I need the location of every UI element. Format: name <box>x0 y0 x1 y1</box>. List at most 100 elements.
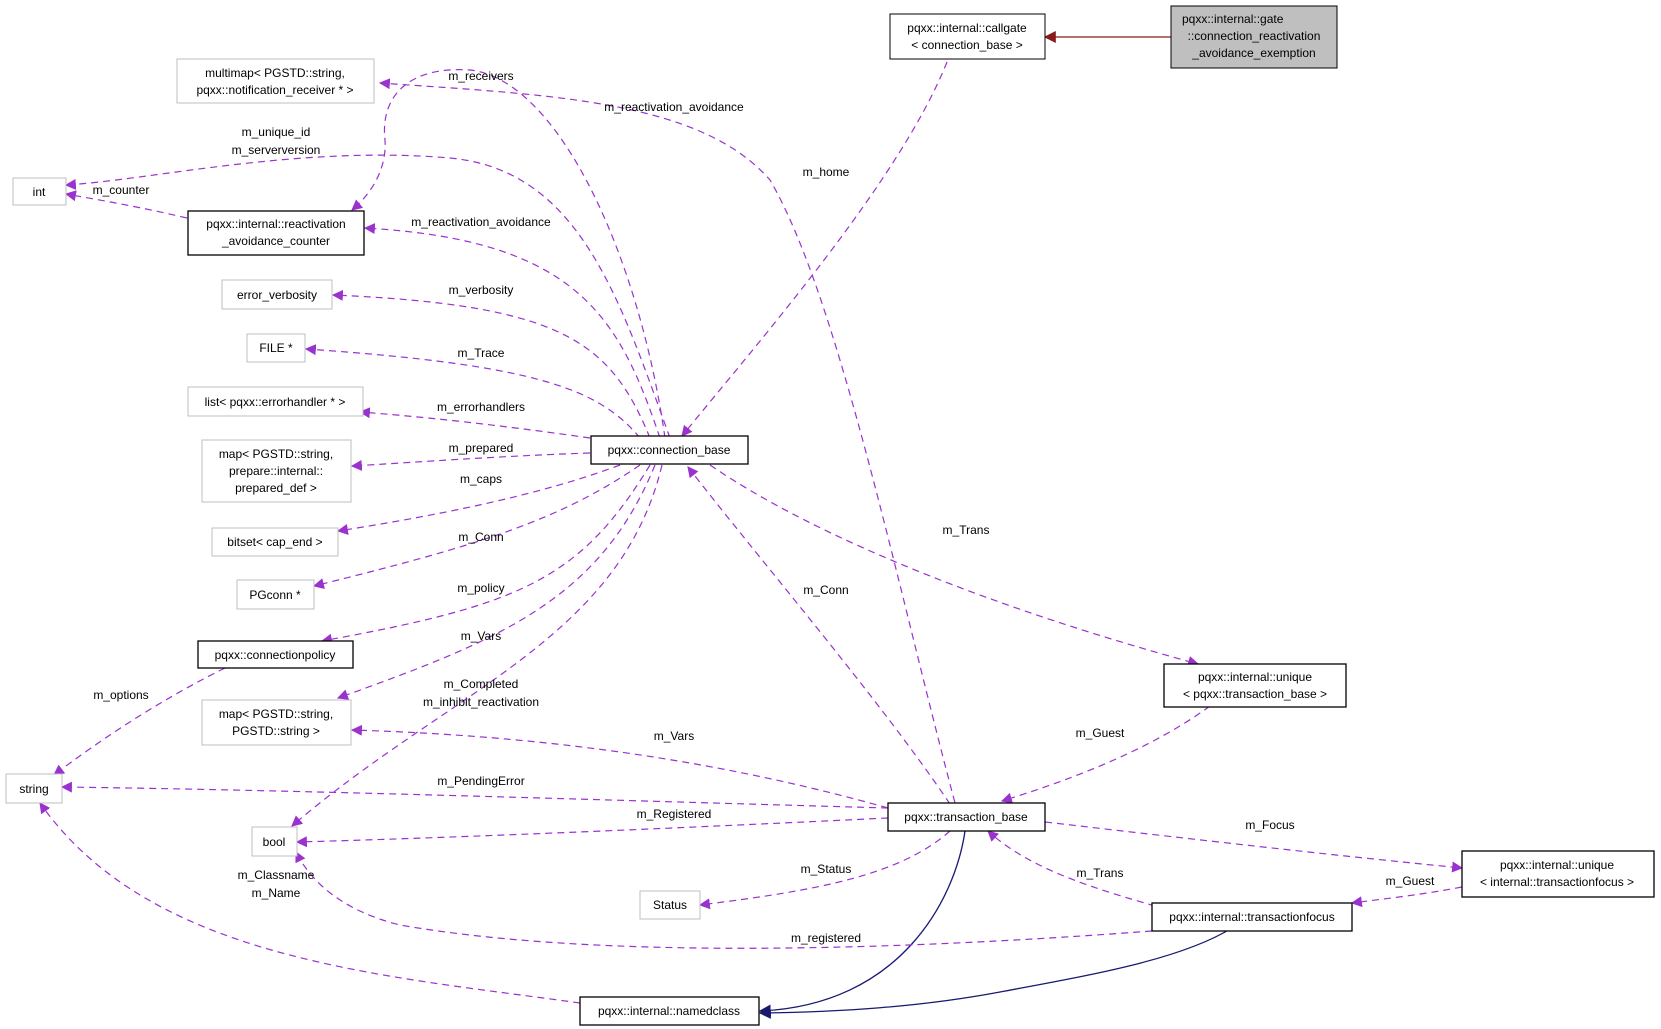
node-string-label: string <box>19 782 48 796</box>
edge-m-receivers <box>351 69 666 439</box>
node-unique-transaction-base-line-2: < pqxx::transaction_base > <box>1183 687 1327 701</box>
node-transaction-base-label: pqxx::transaction_base <box>904 810 1028 824</box>
label-m-trace: m_Trace <box>458 346 505 360</box>
node-pgconn: PGconn * <box>236 579 315 610</box>
edge-m-conn-tx <box>687 466 951 805</box>
label-m-status: m_Status <box>801 862 852 876</box>
node-gate-exemption-line-3: _avoidance_exemption <box>1191 46 1315 60</box>
label-m-guest-tx: m_Guest <box>1076 726 1125 740</box>
node-gate-exemption-line-1: pqxx::internal::gate <box>1182 12 1284 26</box>
edge-m-unique-id <box>64 154 671 439</box>
node-callgate-line-2: < connection_base > <box>911 38 1022 52</box>
label-m-policy: m_policy <box>457 581 504 595</box>
node-connectionpolicy[interactable]: pqxx::connectionpolicy <box>197 640 354 669</box>
node-pgconn-label: PGconn * <box>249 588 301 602</box>
edge-m-home <box>681 61 948 437</box>
node-multimap-line-1: multimap< PGSTD::string, <box>205 66 345 80</box>
node-connectionpolicy-label: pqxx::connectionpolicy <box>215 648 336 662</box>
label-m-guest-focus: m_Guest <box>1386 874 1435 888</box>
edge-m-registered-tx <box>295 817 889 848</box>
node-reactivation-counter-line-2: _avoidance_counter <box>221 234 330 248</box>
node-unique-transactionfocus[interactable]: pqxx::internal::unique < internal::trans… <box>1461 850 1655 898</box>
label-m-pending-error: m_PendingError <box>437 774 524 788</box>
edge-m-verbosity <box>331 289 651 439</box>
edge-m-pending-error <box>60 781 889 809</box>
node-error-verbosity: error_verbosity <box>221 279 333 310</box>
edge-m-completed <box>291 464 663 827</box>
node-prepared-map: map< PGSTD::string, prepare::internal:: … <box>201 439 352 503</box>
edge-m-classname <box>39 802 581 1004</box>
node-vars-map-line-2: PGSTD::string > <box>232 724 320 738</box>
node-transaction-base[interactable]: pqxx::transaction_base <box>887 802 1046 832</box>
node-file: FILE * <box>246 333 306 363</box>
node-namedclass-label: pqxx::internal::namedclass <box>598 1004 740 1018</box>
node-string: string <box>5 773 63 804</box>
label-m-prepared: m_prepared <box>449 441 514 455</box>
node-vars-map-line-1: map< PGSTD::string, <box>219 707 333 721</box>
label-m-registered-tx: m_Registered <box>637 807 712 821</box>
label-m-receivers: m_receivers <box>448 69 513 83</box>
label-m-caps: m_caps <box>460 472 502 486</box>
edge-m-focus <box>1044 821 1464 873</box>
node-vars-map: map< PGSTD::string, PGSTD::string > <box>201 699 352 746</box>
node-unique-transactionfocus-line-1: pqxx::internal::unique <box>1500 858 1614 872</box>
node-transactionfocus[interactable]: pqxx::internal::transactionfocus <box>1151 902 1353 932</box>
node-errorhandlers-list: list< pqxx::errorhandler * > <box>187 386 364 417</box>
node-bool: bool <box>251 826 298 857</box>
label-m-trans: m_Trans <box>943 523 990 537</box>
node-bitset: bitset< cap_end > <box>211 527 339 557</box>
label-m-errorhandlers: m_errorhandlers <box>437 400 525 414</box>
node-namedclass[interactable]: pqxx::internal::namedclass <box>579 996 760 1026</box>
edge-m-registered-focus <box>295 851 1153 949</box>
edge-m-policy <box>320 464 651 645</box>
label-m-unique-id: m_unique_id <box>242 125 311 139</box>
edge-m-trans-focus <box>987 830 1156 907</box>
node-reactivation-counter-line-1: pqxx::internal::reactivation <box>206 217 345 231</box>
edge-labels: m_receivers m_reactivation_avoidance m_h… <box>93 69 1435 945</box>
node-connection-base[interactable]: pqxx::connection_base <box>590 435 749 465</box>
node-int: int <box>12 177 67 206</box>
edge-m-guest-focus <box>1350 886 1463 908</box>
label-m-reactivation-avoidance: m_reactivation_avoidance <box>411 215 551 229</box>
label-m-options: m_options <box>93 688 148 702</box>
label-m-conn-pg: m_Conn <box>458 530 503 544</box>
label-m-serverversion: m_serverversion <box>232 143 321 157</box>
node-connection-base-label: pqxx::connection_base <box>608 443 731 457</box>
node-multimap: multimap< PGSTD::string, pqxx::notificat… <box>176 58 375 104</box>
edge-m-conn-pg <box>312 464 641 589</box>
label-m-registered-focus: m_registered <box>791 931 861 945</box>
nodes: pqxx::internal::gate ::connection_reacti… <box>5 5 1655 1026</box>
edge-m-vars-tx <box>350 724 889 809</box>
node-unique-transaction-base[interactable]: pqxx::internal::unique < pqxx::transacti… <box>1163 663 1347 708</box>
edge-m-vars-conn <box>336 464 656 700</box>
label-m-completed: m_Completed <box>444 677 519 691</box>
node-transactionfocus-label: pqxx::internal::transactionfocus <box>1169 910 1334 924</box>
label-m-counter: m_counter <box>93 183 150 197</box>
edge-m-options <box>53 667 226 776</box>
node-status-label: Status <box>653 898 687 912</box>
node-errorhandlers-list-label: list< pqxx::errorhandler * > <box>205 395 346 409</box>
node-status: Status <box>639 890 701 920</box>
label-m-home: m_home <box>803 165 850 179</box>
label-m-classname: m_Classname <box>238 868 315 882</box>
edge-m-errorhandlers <box>358 407 591 439</box>
node-reactivation-counter[interactable]: pqxx::internal::reactivation _avoidance_… <box>187 210 365 256</box>
node-prepared-map-line-3: prepared_def > <box>235 481 317 495</box>
edge-m-trans <box>709 464 1200 667</box>
node-error-verbosity-label: error_verbosity <box>237 288 317 302</box>
label-m-vars-conn: m_Vars <box>461 629 501 643</box>
node-callgate[interactable]: pqxx::internal::callgate < connection_ba… <box>889 13 1046 60</box>
node-gate-exemption[interactable]: pqxx::internal::gate ::connection_reacti… <box>1170 5 1338 69</box>
node-file-label: FILE * <box>259 341 293 355</box>
edges <box>39 31 1464 1019</box>
edge-m-caps <box>336 464 621 535</box>
node-bitset-label: bitset< cap_end > <box>227 535 322 549</box>
label-m-verbosity: m_verbosity <box>449 283 514 297</box>
edge-m-trace <box>304 344 641 439</box>
node-unique-transaction-base-line-1: pqxx::internal::unique <box>1198 670 1312 684</box>
edge-m-counter <box>64 190 188 219</box>
label-m-name: m_Name <box>252 886 301 900</box>
label-m-reactivation-avoidance-top: m_reactivation_avoidance <box>604 100 744 114</box>
edge-m-status <box>698 830 951 910</box>
